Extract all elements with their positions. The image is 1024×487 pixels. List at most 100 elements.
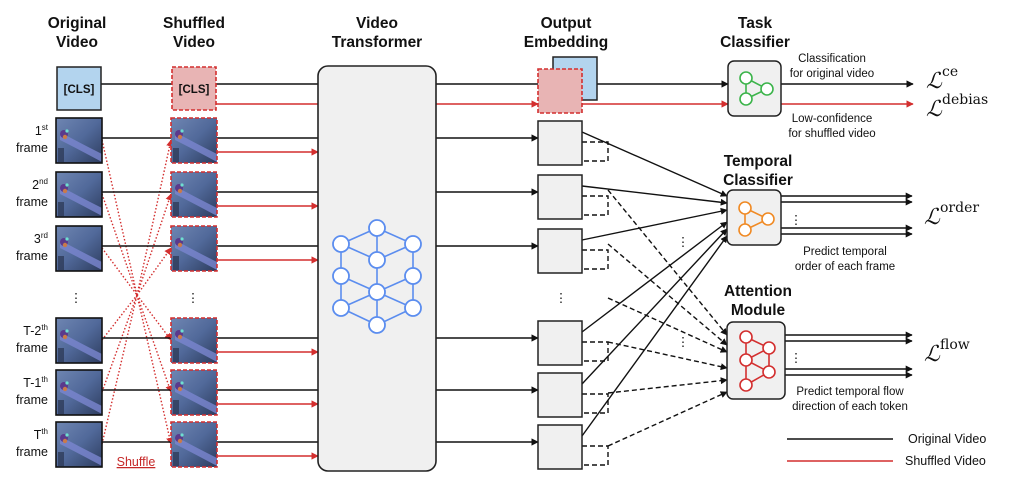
frame-label: T-1th xyxy=(23,375,48,390)
frame-label-line2: frame xyxy=(16,341,48,355)
legend-original-video: Original Video xyxy=(787,432,986,446)
svg-text:Classifier: Classifier xyxy=(720,34,790,51)
embedding-bracket xyxy=(582,445,609,466)
shuffle-line-from-frame xyxy=(101,294,138,393)
embedding-to-temporal-line xyxy=(581,221,728,333)
header-video-transformer: Video Transformer xyxy=(332,15,422,51)
loss-order: ℒ order xyxy=(924,200,979,230)
embedding-to-temporal-line xyxy=(581,228,728,385)
task-classifier-block xyxy=(727,60,782,117)
svg-text:for shuffled video: for shuffled video xyxy=(788,128,875,140)
task-graph-icon xyxy=(739,71,774,106)
svg-text:for original video: for original video xyxy=(790,68,874,80)
attention-inputs-ellipsis: ⋮ xyxy=(677,335,690,349)
svg-text:Transformer: Transformer xyxy=(332,34,422,51)
frame-thumbnail xyxy=(55,171,103,218)
frame-thumbnail xyxy=(55,317,103,364)
loss-debias: ℒ debias xyxy=(926,92,988,122)
transformer-graph-icon xyxy=(332,219,422,334)
shuffle-line-to-frame xyxy=(136,294,172,341)
svg-text:Original: Original xyxy=(48,15,107,32)
svg-text:Video: Video xyxy=(356,15,398,32)
shuffled-frame-thumbnail xyxy=(170,117,218,164)
frame-thumbnail xyxy=(55,225,103,272)
svg-text:ℒ: ℒ xyxy=(924,342,941,367)
embedding-to-attention-line xyxy=(607,243,728,346)
header-original-video: Original Video xyxy=(48,15,107,51)
frame-thumbnail xyxy=(55,369,103,416)
svg-text:Video: Video xyxy=(173,34,215,51)
frame-columns: 1stframe2ndframe3rdframeT-2thframeT-1thf… xyxy=(16,117,218,468)
attention-graph-icon xyxy=(739,330,776,392)
svg-text:ce: ce xyxy=(942,64,958,80)
frame-label: 1st xyxy=(35,123,49,138)
svg-text:Output: Output xyxy=(541,15,592,32)
frame-embedding-box xyxy=(537,120,583,166)
embedding-to-attention-line xyxy=(607,297,728,353)
shuffled-cls-token: [CLS] xyxy=(171,66,217,111)
graph-node xyxy=(332,267,350,285)
svg-text:Task: Task xyxy=(738,15,773,32)
frame-thumbnail xyxy=(55,421,103,468)
svg-text:Classification: Classification xyxy=(798,53,866,65)
embedding-to-attention-line xyxy=(607,377,728,394)
embedding-to-attention-line xyxy=(607,341,728,371)
legend-shuffled-video: Shuffled Video xyxy=(787,454,986,468)
shuffle-line-to-frame xyxy=(136,247,172,296)
svg-text:Module: Module xyxy=(731,302,786,319)
temporal-classifier-block xyxy=(726,189,782,246)
header-output-embedding: Output Embedding xyxy=(524,15,608,51)
embedding-bracket xyxy=(582,141,609,162)
frame-label: T-2th xyxy=(23,323,48,338)
embedding-bracket xyxy=(582,249,609,270)
shuffle-line-from-frame xyxy=(101,294,138,341)
svg-text:Low-confidence: Low-confidence xyxy=(792,113,873,125)
svg-text:Embedding: Embedding xyxy=(524,34,608,51)
svg-text:debias: debias xyxy=(942,92,988,108)
embedding-to-temporal-line xyxy=(581,131,728,197)
graph-node xyxy=(368,219,386,237)
graph-node xyxy=(368,283,386,301)
svg-text:ℒ: ℒ xyxy=(926,69,943,94)
embedding-ellipsis: ⋮ xyxy=(555,291,568,305)
video-transformer-block xyxy=(317,65,437,472)
graph-node xyxy=(332,235,350,253)
original-cls-token: [CLS] xyxy=(56,66,102,111)
shuffled-frame-thumbnail xyxy=(170,317,218,364)
loss-ce: ℒ ce xyxy=(926,64,958,94)
output-frame-embeddings xyxy=(537,120,583,470)
output-cls-embedding xyxy=(537,56,598,114)
frame-embedding-box xyxy=(537,174,583,220)
annotation-predict-flow: Predict temporal flow direction of each … xyxy=(792,386,908,413)
embedding-to-attention-line xyxy=(607,189,728,336)
frames-ellipsis: ⋮ xyxy=(70,291,83,305)
svg-text:Predict temporal: Predict temporal xyxy=(803,246,887,258)
frame-embedding-box xyxy=(537,320,583,366)
frame-embedding-box xyxy=(537,228,583,274)
shuffle-line-from-frame xyxy=(101,139,138,296)
svg-text:Predict temporal flow: Predict temporal flow xyxy=(796,386,904,398)
frame-label-line2: frame xyxy=(16,445,48,459)
svg-text:Original Video: Original Video xyxy=(908,432,986,446)
embedding-bracket xyxy=(582,341,609,362)
attention-module-block xyxy=(726,321,786,400)
frame-label: Tth xyxy=(34,427,48,442)
frame-label-line2: frame xyxy=(16,249,48,263)
shuffled-frame-thumbnail xyxy=(170,369,218,416)
svg-text:[CLS]: [CLS] xyxy=(179,84,210,96)
svg-text:flow: flow xyxy=(940,337,970,353)
frame-label: 3rd xyxy=(34,231,48,246)
temporal-graph-icon xyxy=(738,201,775,237)
annotation-predict-order: Predict temporal order of each frame xyxy=(795,246,895,273)
shuffle-label: Shuffle xyxy=(117,455,156,469)
svg-text:Attention: Attention xyxy=(724,283,792,300)
frame-embedding-box xyxy=(537,424,583,470)
graph-node xyxy=(404,299,422,317)
header-attention-module: Attention Module xyxy=(724,283,792,319)
svg-text:Shuffled: Shuffled xyxy=(163,15,225,32)
frame-thumbnail xyxy=(55,117,103,164)
graph-node xyxy=(368,251,386,269)
shuffle-line-to-frame xyxy=(136,294,174,445)
embedding-to-temporal-line xyxy=(581,185,728,206)
loss-flow: ℒ flow xyxy=(924,337,970,367)
